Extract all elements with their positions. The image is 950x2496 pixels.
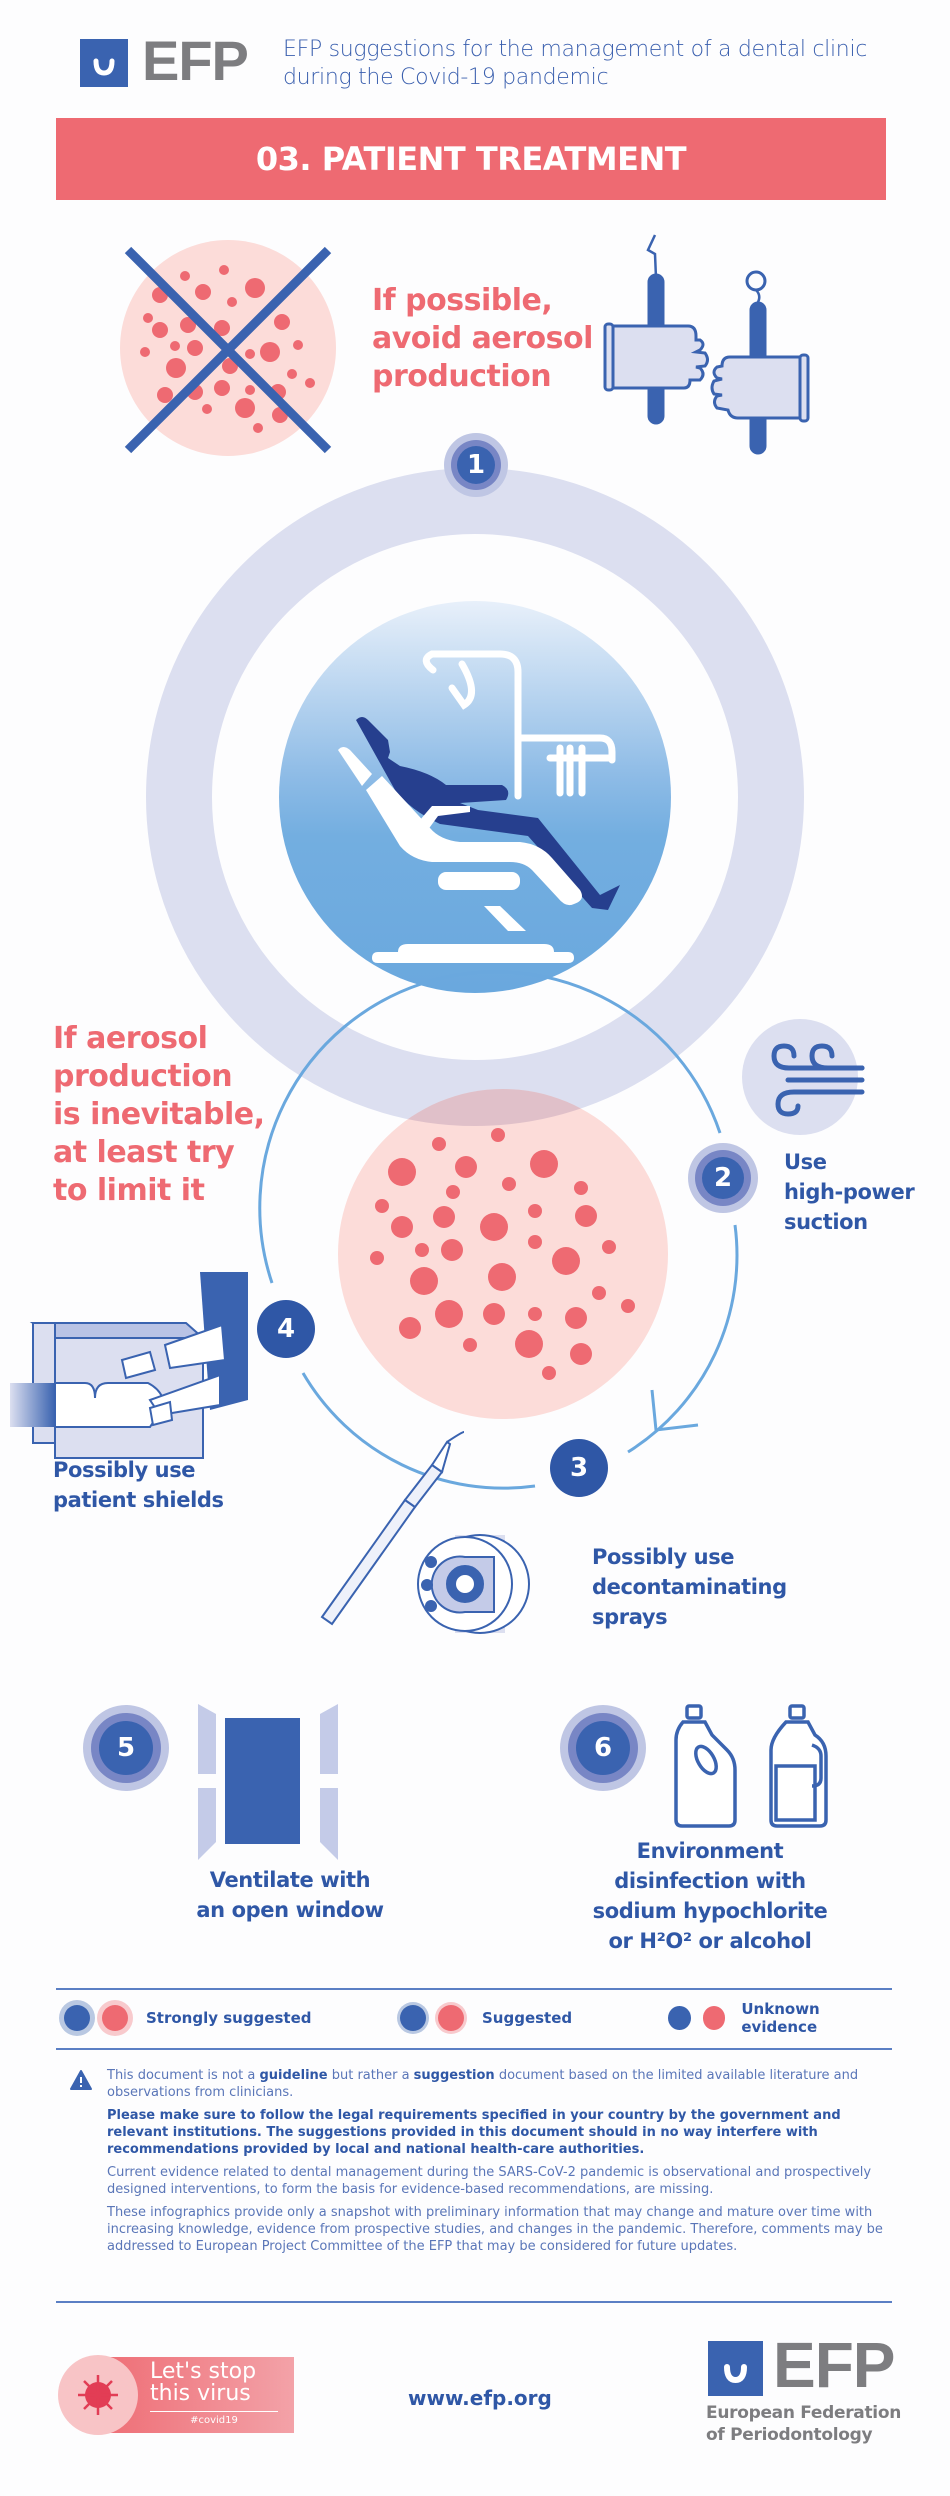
- step6-badge: 6: [560, 1705, 646, 1791]
- legend-dot-blue-medium: [400, 2005, 426, 2031]
- legend-dot-red-medium: [438, 2005, 464, 2031]
- disclaimer-p2: Please make sure to follow the legal req…: [107, 2108, 841, 2157]
- step2-label: Use high-power suction: [784, 1150, 915, 1234]
- step-number: 1: [466, 450, 486, 480]
- campaign-hashtag: #covid19: [190, 2415, 238, 2426]
- footer-efp-logo-mark: [708, 2341, 763, 2396]
- legend-label: Strongly suggested: [146, 2009, 312, 2027]
- step-number: 4: [276, 1314, 296, 1344]
- disclaimer-p3: Current evidence related to dental manag…: [107, 2165, 872, 2197]
- step-number: 5: [116, 1733, 136, 1763]
- footer-divider: [56, 2301, 892, 2303]
- legend-label: Suggested: [482, 2009, 573, 2027]
- legend-label: Unknown evidence: [741, 2000, 820, 2036]
- aerosol-cloud: [338, 1089, 668, 1419]
- step-number: 6: [593, 1733, 613, 1763]
- air-flow-icon: [771, 1043, 865, 1117]
- campaign-line2: this virus: [150, 2381, 251, 2406]
- section-title: 03. PATIENT TREATMENT: [255, 140, 687, 178]
- legend-dot-red-strong: [102, 2005, 128, 2031]
- step-number: 3: [569, 1453, 589, 1483]
- legend-divider-top: [56, 1988, 892, 1990]
- cross-line: [124, 246, 332, 454]
- step1-badge: 1: [444, 433, 508, 497]
- header-subtitle: EFP suggestions for the management of a …: [283, 36, 903, 92]
- virus-icon: [58, 2355, 138, 2435]
- step4-badge: 4: [257, 1300, 315, 1358]
- legend-dot-blue-strong: [64, 2005, 90, 2031]
- aerosol-droplets: [140, 265, 315, 433]
- disclaimer-p1: This document is not a guideline but rat…: [107, 2068, 859, 2100]
- org-name: European Federation of Periodontology: [706, 2403, 902, 2445]
- limit-heading: If aerosol production is inevitable, at …: [53, 1021, 265, 1208]
- section-banner: 03. PATIENT TREATMENT: [56, 118, 886, 200]
- campaign-line1: Let's stop: [150, 2359, 257, 2384]
- header-subtitle-line1: EFP suggestions for the management of a …: [283, 37, 868, 62]
- coronavirus-glyph: [78, 2375, 118, 2415]
- window-pane: [225, 1718, 300, 1844]
- step3-label: Possibly use decontaminating sprays: [592, 1545, 787, 1629]
- efp-logo-mark: [80, 39, 128, 87]
- step3-badge: 3: [550, 1439, 608, 1497]
- legend-divider-bottom: [56, 2048, 892, 2050]
- legend-item-strong: Strongly suggested: [64, 2000, 312, 2036]
- legend-item-suggested: Suggested: [400, 2000, 572, 2036]
- smile-icon: [93, 58, 115, 76]
- step5-badge: 5: [83, 1705, 169, 1791]
- disclaimer: This document is not a guideline but rat…: [107, 2067, 897, 2255]
- step4-label: Possibly use patient shields: [53, 1458, 224, 1512]
- efp-logo-text: EFP: [142, 29, 249, 92]
- warning-icon: [70, 2070, 92, 2090]
- aerosol-droplets: [370, 1128, 635, 1380]
- footer-efp-logo-text: EFP: [773, 2329, 895, 2401]
- step5-label: Ventilate with an open window: [196, 1868, 384, 1922]
- step2-badge: 2: [688, 1143, 758, 1213]
- legend-dot-red-plain: [702, 2006, 726, 2030]
- campaign-badge[interactable]: Let's stop this virus #covid19: [58, 2355, 294, 2435]
- legend-dot-blue-plain: [668, 2006, 691, 2030]
- step-number: 2: [713, 1163, 733, 1193]
- smile-icon: [724, 2364, 747, 2384]
- step6-label: Environment disinfection with sodium hyp…: [592, 1839, 828, 1953]
- header-subtitle-line2: during the Covid-19 pandemic: [283, 65, 609, 90]
- disclaimer-p4: These infographics provide only a snapsh…: [107, 2205, 883, 2254]
- legend: Strongly suggested Suggested Unknown evi…: [56, 1996, 892, 2040]
- step1-heading: If possible, avoid aerosol production: [372, 283, 593, 394]
- legend-item-unknown: Unknown evidence: [668, 2000, 892, 2036]
- website-link[interactable]: www.efp.org: [408, 2386, 552, 2410]
